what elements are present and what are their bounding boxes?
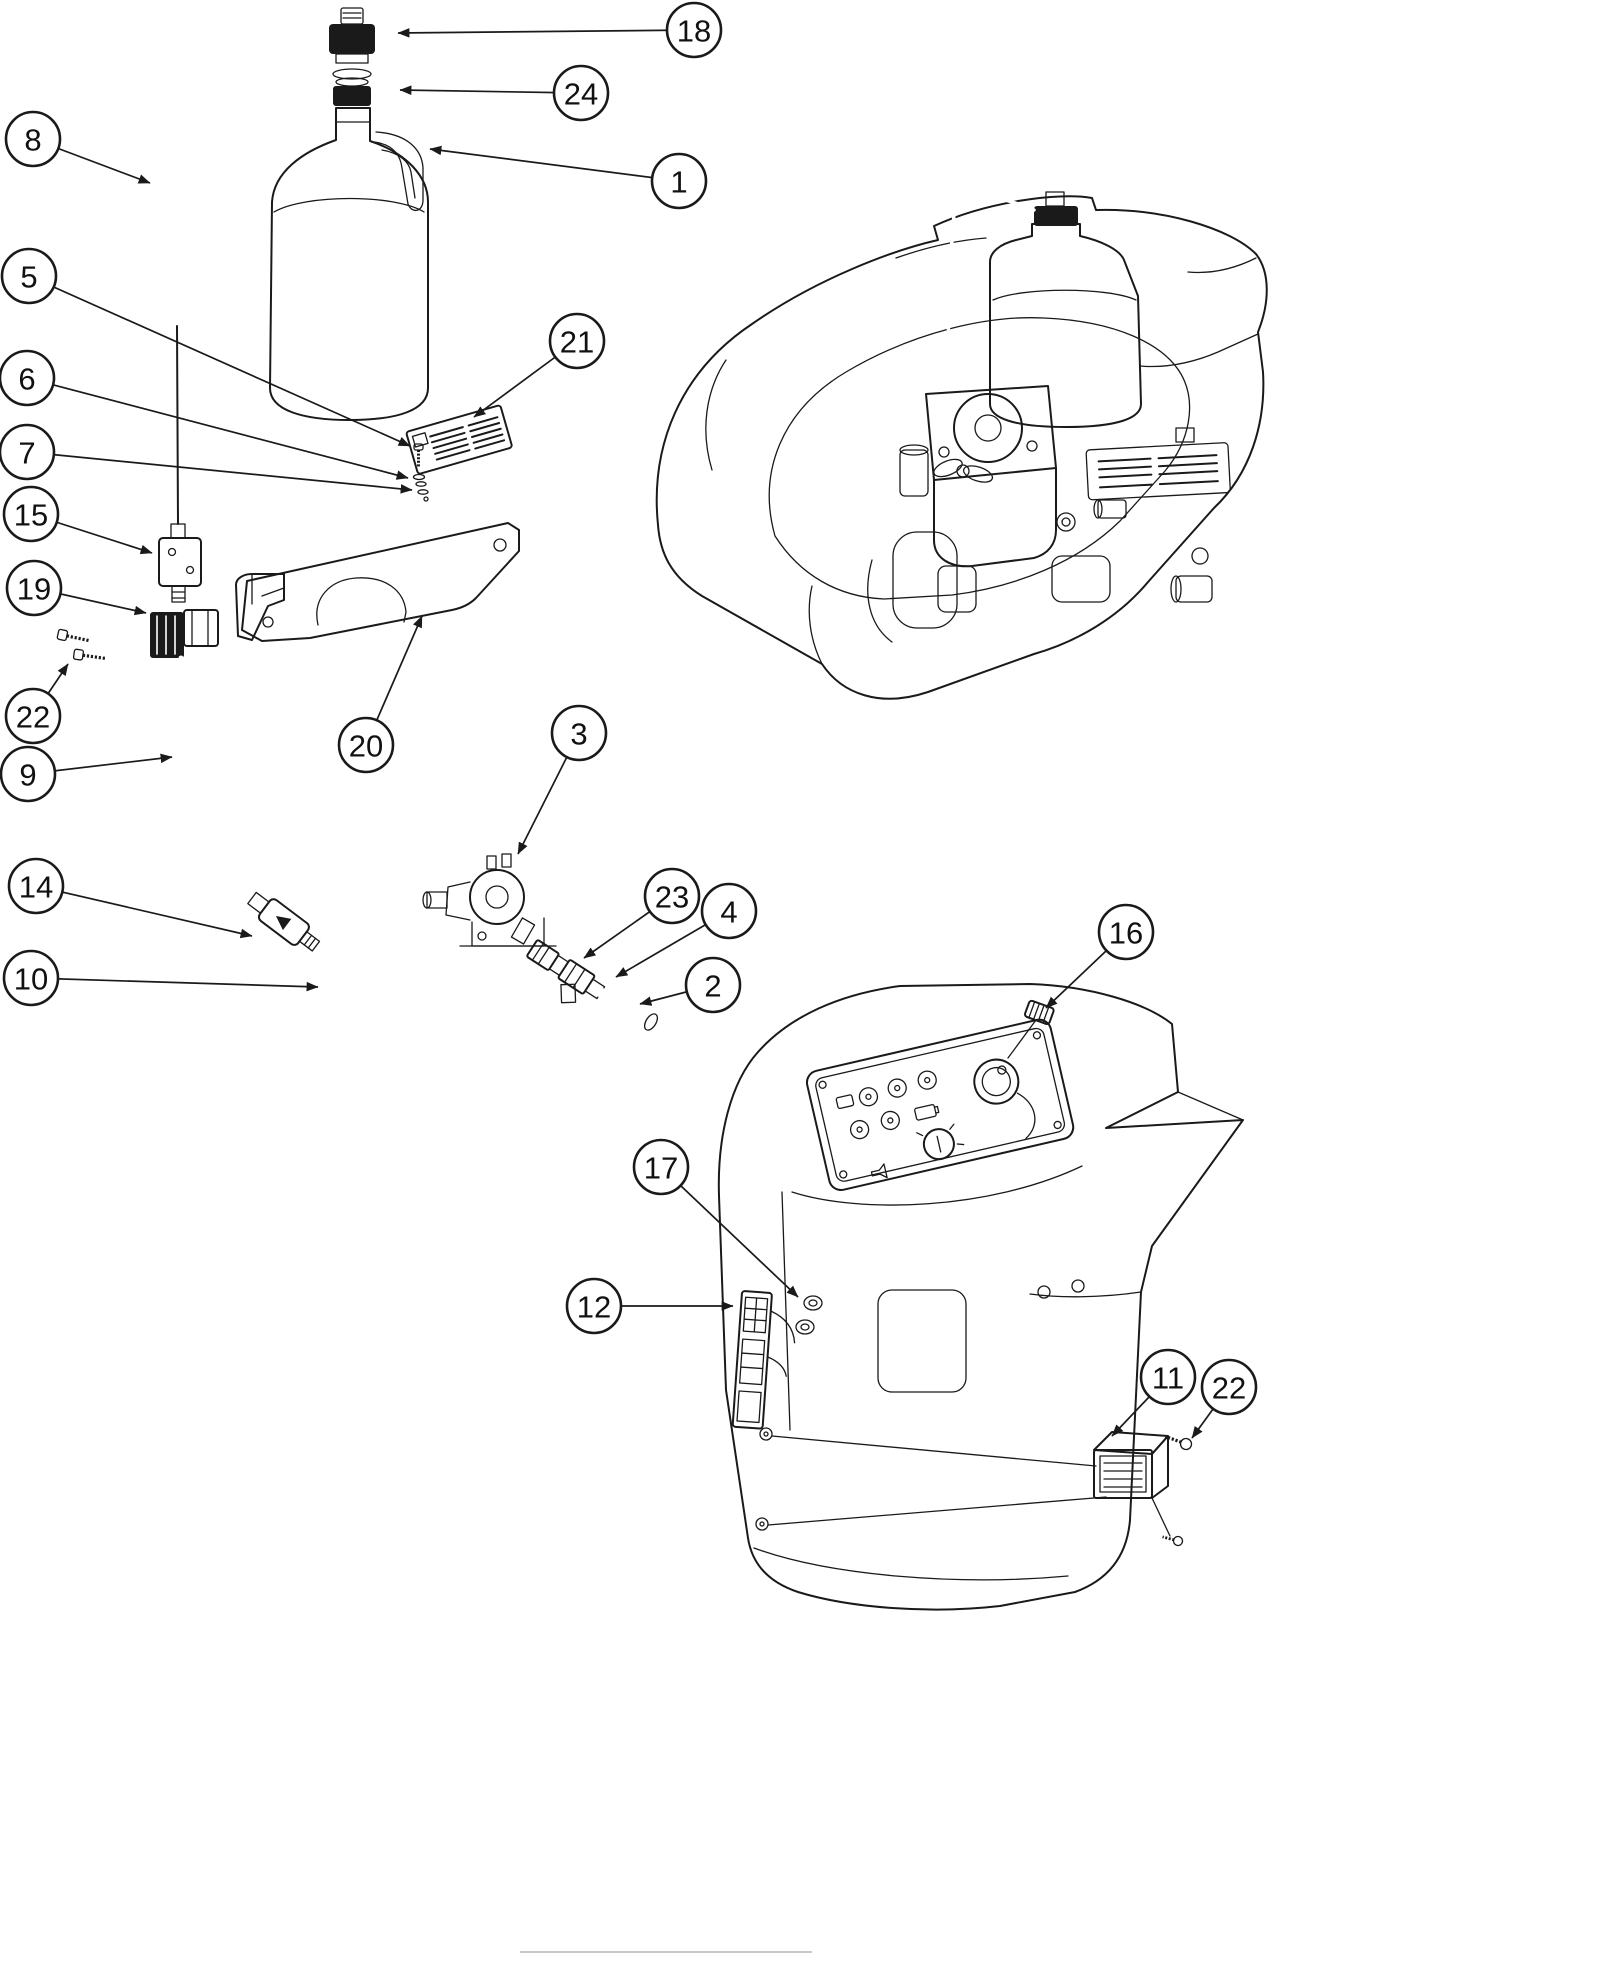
mount-plate — [235, 522, 520, 642]
callout-24: 24 — [399, 64, 610, 122]
mount-bracket — [1093, 1431, 1171, 1537]
panel-icon — [849, 1119, 870, 1140]
machine-rear-view — [717, 983, 1244, 1611]
small-screw — [1162, 1535, 1184, 1547]
panel-icon — [917, 1070, 937, 1090]
svg-text:24: 24 — [564, 77, 598, 112]
svg-text:18: 18 — [677, 14, 711, 49]
panel-icon — [858, 1087, 879, 1107]
installed-pump-bracket — [899, 385, 1127, 613]
svg-text:4: 4 — [720, 895, 737, 930]
wing-knob — [933, 458, 994, 483]
callout-9: 9 — [0, 745, 173, 803]
callout-19: 19 — [5, 559, 147, 617]
svg-text:8: 8 — [24, 123, 41, 158]
key-switch — [916, 1123, 965, 1161]
callout-12: 12 — [565, 1277, 734, 1335]
connector-strip — [731, 1290, 796, 1430]
svg-text:7: 7 — [18, 436, 35, 471]
svg-text:21: 21 — [560, 325, 594, 360]
cap-washer — [332, 68, 372, 80]
short-hose — [595, 987, 659, 1031]
callout-2: 2 — [639, 956, 742, 1014]
svg-text:10: 10 — [14, 962, 48, 997]
shutoff-valve — [158, 523, 202, 603]
installed-label-plate — [1085, 442, 1231, 501]
label-hardware — [412, 443, 429, 502]
installed-jug-cap — [1034, 206, 1078, 226]
inline-filter — [247, 891, 321, 952]
bracket-screw — [1164, 1434, 1193, 1451]
thumb-knob — [1007, 999, 1055, 1059]
panel-icon — [887, 1078, 907, 1098]
panel-icon — [880, 1110, 900, 1131]
battery-icon — [914, 1103, 937, 1121]
callout-10: 10 — [2, 949, 319, 1007]
svg-text:9: 9 — [19, 758, 36, 793]
lower-tube — [178, 655, 253, 901]
mount-holes — [755, 1427, 1107, 1531]
jug-cap — [329, 24, 375, 54]
callout-21: 21 — [473, 312, 606, 418]
fittings — [526, 939, 606, 1004]
svg-text:16: 16 — [1109, 916, 1143, 951]
svg-text:19: 19 — [17, 572, 51, 607]
svg-text:23: 23 — [655, 880, 689, 915]
installed-jug — [945, 191, 1142, 428]
callout-6: 6 — [0, 349, 409, 480]
callout-20: 20 — [337, 615, 423, 774]
svg-text:17: 17 — [644, 1151, 678, 1186]
callout-14: 14 — [7, 857, 253, 939]
callout-23: 23 — [583, 867, 701, 959]
svg-text:14: 14 — [19, 870, 53, 905]
svg-text:20: 20 — [349, 729, 383, 764]
solution-jug — [269, 7, 429, 421]
callout-1: 1 — [429, 145, 708, 210]
callout-8: 8 — [4, 110, 151, 184]
svg-text:22: 22 — [1212, 1371, 1246, 1406]
callout-22-upper: 22 — [4, 663, 69, 745]
callout-17: 17 — [632, 1138, 799, 1298]
cap-adapter — [333, 86, 371, 106]
svg-text:12: 12 — [577, 1290, 611, 1325]
supply-line — [176, 325, 179, 525]
hose — [318, 950, 560, 1004]
callout-22-lower: 22 — [1191, 1358, 1258, 1439]
callout-11: 11 — [1111, 1348, 1197, 1437]
svg-text:3: 3 — [570, 717, 587, 752]
clamp-block — [150, 609, 219, 658]
power-connector — [973, 1058, 1036, 1140]
solenoid-valve — [422, 853, 557, 947]
svg-text:22: 22 — [16, 700, 50, 735]
grommets — [795, 1295, 823, 1335]
svg-text:2: 2 — [704, 969, 721, 1004]
svg-text:6: 6 — [18, 362, 35, 397]
callout-4: 4 — [615, 882, 758, 978]
callout-3: 3 — [517, 704, 608, 855]
svg-text:11: 11 — [1152, 1361, 1184, 1396]
panel-icon — [835, 1094, 855, 1110]
feed-tube — [157, 29, 253, 329]
horn-icon — [870, 1163, 888, 1179]
callout-5: 5 — [0, 247, 411, 447]
svg-text:5: 5 — [20, 260, 37, 295]
installed-assembly-view — [655, 191, 1268, 700]
clamp-screws — [56, 628, 106, 661]
body-cutout — [877, 1289, 967, 1393]
svg-text:15: 15 — [14, 498, 48, 533]
callout-15: 15 — [2, 485, 153, 555]
callout-7: 7 — [0, 423, 413, 494]
callout-16: 16 — [1045, 903, 1155, 1009]
svg-text:1: 1 — [670, 165, 687, 200]
callout-18: 18 — [397, 1, 723, 59]
jug-handle — [373, 131, 424, 211]
control-panel — [805, 1018, 1075, 1192]
instruction-label — [405, 404, 513, 475]
